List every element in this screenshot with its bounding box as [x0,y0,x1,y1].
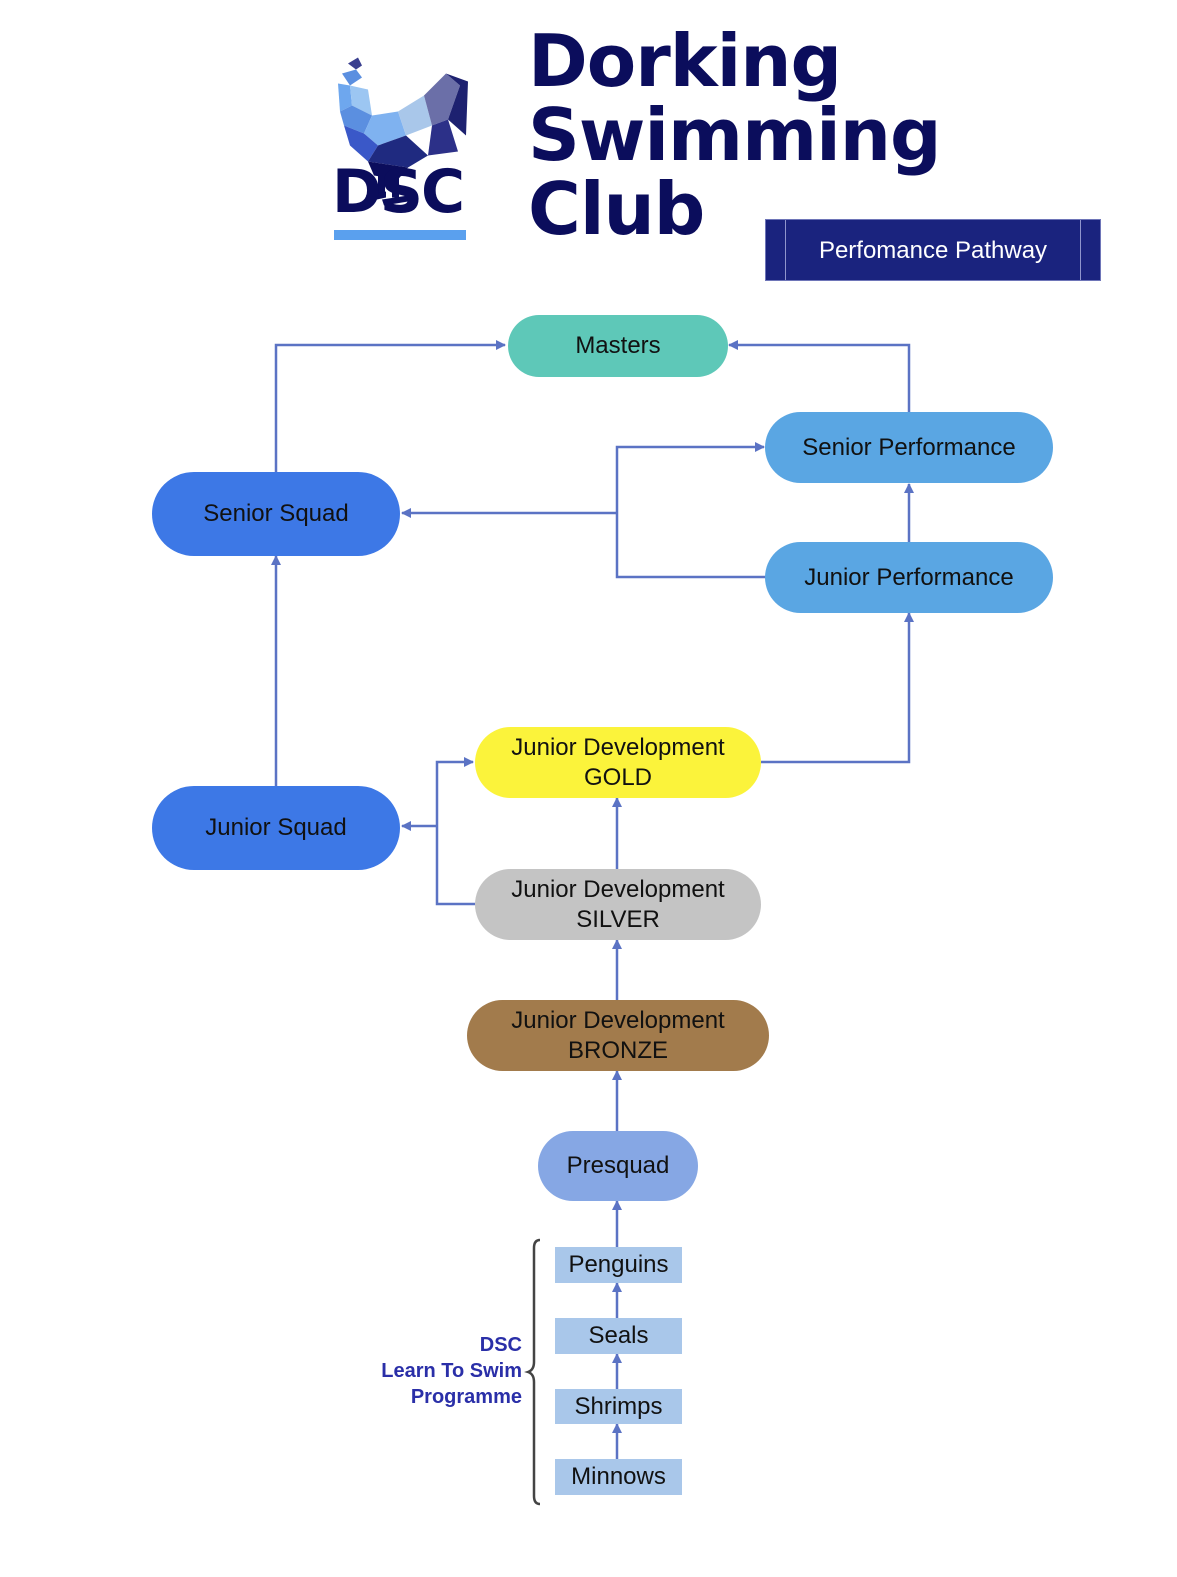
node-penguins: Penguins [555,1247,682,1283]
node-label: Junior Squad [205,814,347,841]
node-senior-performance: Senior Performance [765,412,1053,483]
node-label: Junior Development [511,1006,725,1034]
node-junior-development-gold: Junior Development GOLD [475,727,761,798]
learn-to-swim-bracket [524,1238,541,1506]
edge-senior-performance-to-masters [728,340,911,412]
node-minnows: Minnows [555,1459,682,1495]
node-label: GOLD [583,763,652,791]
node-label: Seals [588,1322,649,1349]
node-label: Shrimps [574,1392,663,1420]
edge-senior-squad-to-masters [274,340,506,472]
node-junior-performance: Junior Performance [765,542,1053,613]
learn-to-swim-label-line: DSC [479,1334,522,1356]
club-name: Dorking Swimming Club [528,19,942,251]
edge-gold-to-junior-performance [761,612,914,764]
node-senior-squad: Senior Squad [152,472,400,556]
node-label: Junior Development [511,733,725,761]
node-label: Junior Development [511,875,725,903]
club-name-line: Club [528,167,705,251]
logo-abbreviation: DSC [332,157,465,227]
node-masters: Masters [508,315,728,377]
club-name-line: Dorking [528,19,842,103]
node-label: Presquad [566,1152,670,1179]
node-label: Masters [575,332,661,359]
node-junior-squad: Junior Squad [152,786,400,870]
club-name-line: Swimming [528,93,942,177]
node-label: Minnows [571,1463,666,1490]
node-label: Junior Performance [804,563,1014,591]
learn-to-swim-label: DSC Learn To Swim Programme [381,1332,522,1410]
logo-underline [334,230,466,240]
learn-to-swim-label-line: Programme [410,1386,522,1408]
banner-label: Perfomance Pathway [818,237,1048,264]
node-label: SILVER [576,905,660,933]
rooster-icon [338,57,468,206]
banner-divider [785,220,786,280]
node-presquad: Presquad [538,1131,698,1201]
node-label: Senior Squad [203,500,349,527]
node-shrimps: Shrimps [555,1389,682,1424]
edge-junior-performance-branch [615,442,766,579]
node-junior-development-bronze: Junior Development BRONZE [467,1000,769,1071]
node-label: Penguins [568,1251,669,1278]
performance-pathway-banner: Perfomance Pathway [765,219,1101,281]
node-label: Senior Performance [802,433,1016,461]
node-junior-development-silver: Junior Development SILVER [475,869,761,940]
node-seals: Seals [555,1318,682,1354]
banner-divider [1080,220,1081,280]
learn-to-swim-label-line: Learn To Swim [381,1360,522,1382]
edge-silver-branch [435,757,475,906]
node-label: BRONZE [567,1036,668,1064]
